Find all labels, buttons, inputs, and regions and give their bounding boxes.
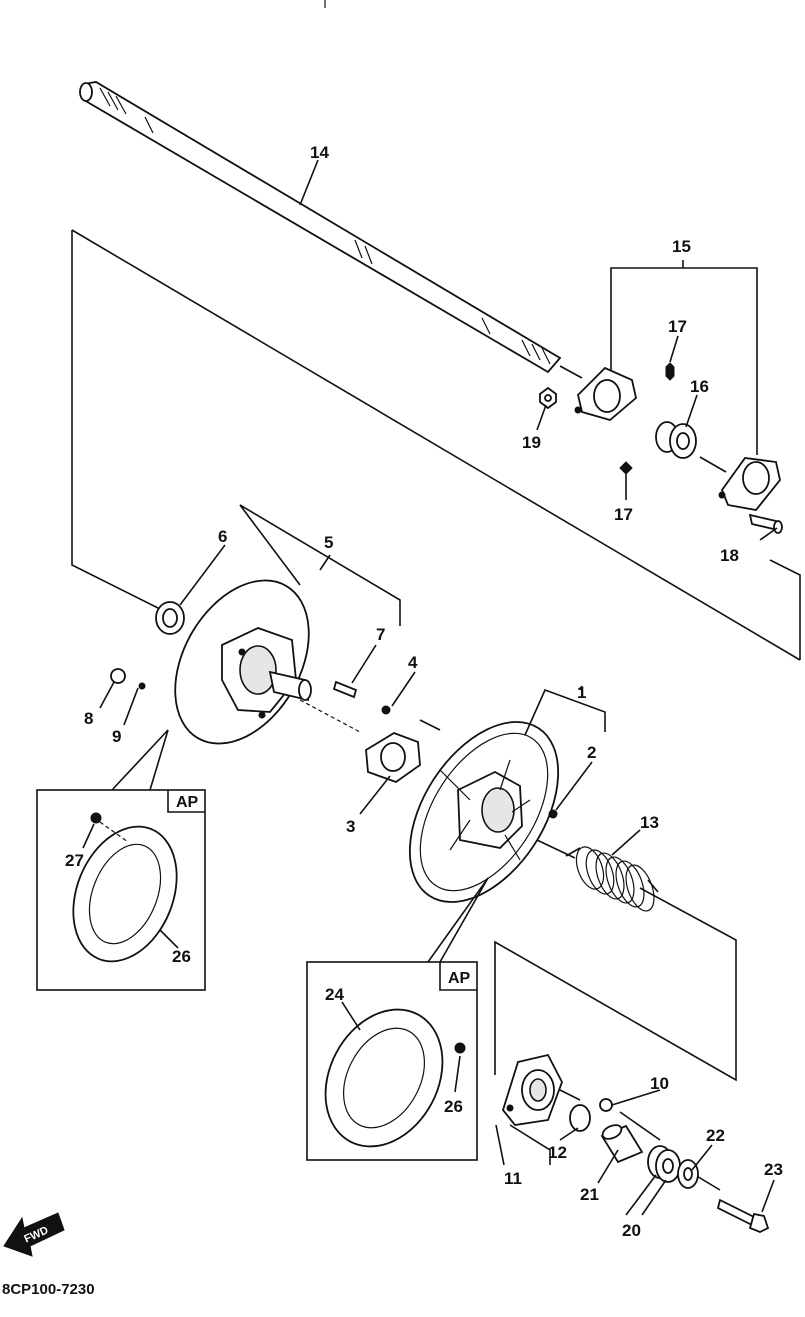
callout-11: 11 [504, 1169, 522, 1188]
leader-lines [99, 159, 778, 1216]
bolt-8-part [110, 668, 146, 690]
callout-9: 9 [112, 727, 121, 746]
callout-27: 27 [65, 851, 84, 870]
callout-12: 12 [548, 1143, 567, 1162]
callout-10: 10 [650, 1074, 669, 1093]
inset-box-left: AP [36, 789, 206, 991]
callout-18: 18 [720, 546, 739, 565]
callout-26-left: 26 [172, 947, 191, 966]
callout-21: 21 [580, 1185, 599, 1204]
callout-16: 16 [690, 377, 709, 396]
callout-5: 5 [324, 533, 333, 552]
callout-22: 22 [706, 1126, 725, 1145]
spring-part [565, 846, 659, 912]
nut-19-part [539, 386, 557, 410]
cam-part [501, 1053, 613, 1132]
shaft-part [79, 81, 562, 374]
washer-3-part [365, 705, 421, 784]
figure-code: 8CP100-7230 [2, 1281, 95, 1298]
callout-20: 20 [622, 1221, 641, 1240]
inset-tag-left: AP [176, 794, 199, 811]
inset-tag-right: AP [448, 970, 471, 987]
bearing-housing-right-part [619, 457, 783, 534]
callout-3: 3 [346, 817, 355, 836]
callout-7: 7 [376, 625, 385, 644]
sheave-sliding-part [408, 721, 560, 903]
callout-26-right: 26 [444, 1097, 463, 1116]
callout-14: 14 [310, 143, 329, 162]
callout-2: 2 [587, 743, 596, 762]
bolt-23-part [716, 1198, 770, 1233]
assembly-guide-lines [71, 229, 801, 1191]
callout-23: 23 [764, 1160, 783, 1179]
callout-24: 24 [325, 985, 344, 1004]
callout-19: 19 [522, 433, 541, 452]
callout-4: 4 [408, 653, 418, 672]
callout-6: 6 [218, 527, 227, 546]
callout-1: 1 [577, 683, 586, 702]
sheave-fixed-part [155, 579, 358, 745]
callout-17-top: 17 [668, 317, 687, 336]
callout-8: 8 [84, 709, 93, 728]
callout-labels: 14 15 17 16 19 17 18 6 5 7 4 1 8 9 2 3 1… [65, 143, 783, 1240]
washer-20-part [647, 1145, 681, 1183]
bearing-housing-left-part [574, 366, 637, 421]
callout-17-bottom: 17 [614, 505, 633, 524]
inset-box-right: AP [306, 961, 478, 1161]
bearing-part [655, 362, 697, 459]
sleeve-21-part [600, 1124, 644, 1164]
callout-15: 15 [672, 237, 691, 256]
callout-13: 13 [640, 813, 659, 832]
washer-22-part [677, 1159, 699, 1189]
fwd-arrow-icon: FWD [3, 1212, 65, 1257]
